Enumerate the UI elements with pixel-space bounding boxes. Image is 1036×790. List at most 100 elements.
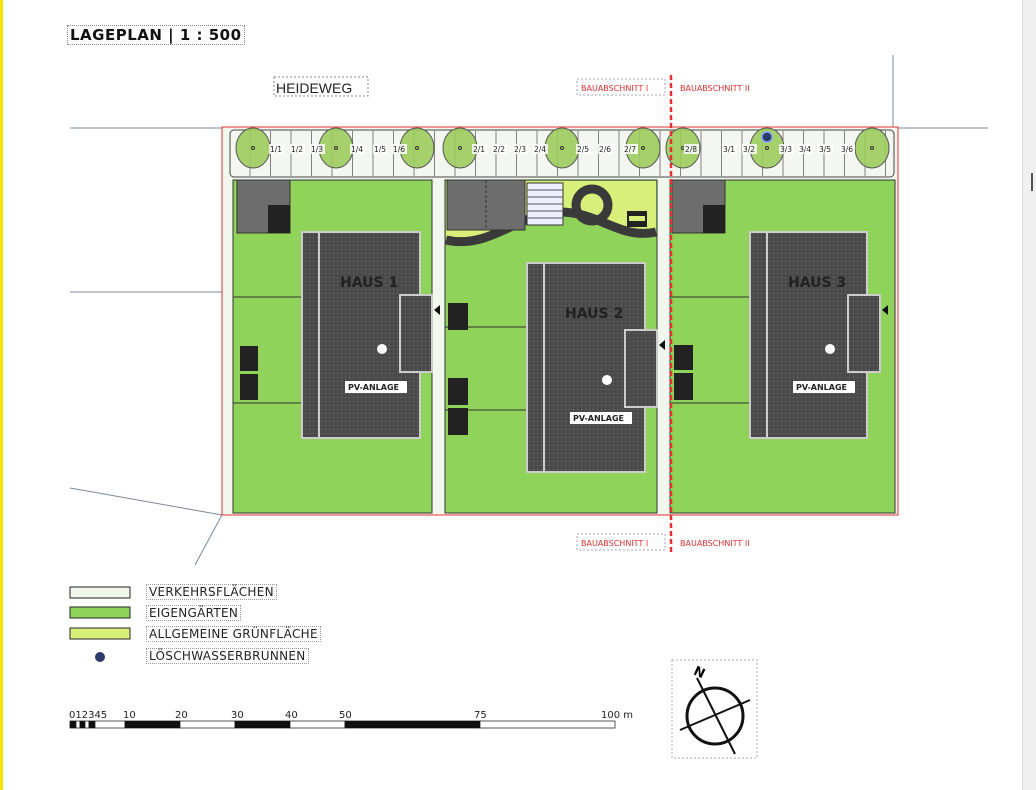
scale-segment (94, 720, 126, 729)
phase-2-label-bottom: BAUABSCHNITT II (680, 539, 750, 548)
compass-north-label: N (691, 664, 707, 682)
parking-label-backing (576, 144, 591, 154)
page-edge (0, 0, 3, 790)
parking-label-backing (623, 144, 638, 154)
scale-tick-label: 30 (231, 710, 244, 721)
parking-space-label: 3/2 (743, 145, 755, 154)
parking-label-backing (684, 144, 699, 154)
scale-tick-label: 012345 (69, 710, 107, 721)
parking-strip (229, 127, 895, 178)
scale-segment (69, 720, 77, 729)
scale-segment (124, 720, 181, 729)
scale-segment (344, 720, 481, 729)
scale-segment (75, 720, 81, 729)
tree-icon (442, 127, 478, 169)
parking-label-backing (373, 144, 388, 154)
parking-space-label: 2/1 (473, 145, 485, 154)
parking-space-label: 1/5 (374, 145, 386, 154)
scale-tick-label: 40 (285, 710, 298, 721)
legend-swatch-gardens (69, 606, 131, 619)
entrance-arrow-icon (434, 305, 440, 315)
parking-space-label: 3/5 (819, 145, 831, 154)
scale-tick-label: 20 (175, 710, 188, 721)
parking-space-label: 2/2 (493, 145, 505, 154)
tree-trunk (415, 146, 419, 150)
street-label-box (273, 76, 369, 97)
house-1: HAUS 1 PV-ANLAGE (301, 231, 440, 439)
parking-label-backing (779, 144, 794, 154)
scale-segment (234, 720, 291, 729)
parking-space-label: 3/4 (799, 145, 811, 154)
scale-segment (88, 720, 96, 729)
parking-label-backing (818, 144, 833, 154)
parking-space-label: 3/3 (780, 145, 792, 154)
scale-segment (179, 720, 236, 729)
legend-label-hydrant: LÖSCHWASSERBRUNNEN (146, 648, 309, 664)
scrollbar-thumb[interactable] (1031, 173, 1033, 191)
parking-space-label: 1/2 (291, 145, 303, 154)
parking-space-label: 2/3 (514, 145, 526, 154)
scale-tick-label: 10 (123, 710, 136, 721)
entrance-arrow-icon (659, 340, 665, 350)
tree-icon (665, 127, 701, 169)
tree-trunk (870, 146, 874, 150)
playground-circle (571, 184, 613, 226)
legend-label-gardens: EIGENGÄRTEN (146, 605, 242, 621)
parking-label-backing (742, 144, 757, 154)
phase-1-label-top: BAUABSCHNITT I (581, 84, 648, 93)
parking-space-label: 1/3 (311, 145, 323, 154)
chimney-icon (602, 375, 612, 385)
legend-swatch-traffic (69, 586, 131, 599)
parking-label-backing (722, 144, 737, 154)
parking-space-label: 3/6 (841, 145, 853, 154)
parking-space-label: 2/7 (624, 145, 636, 154)
parking-label-backing (472, 144, 487, 154)
parking-label-backing (533, 144, 548, 154)
garage-3-dark (703, 205, 725, 233)
pv-roof-label: PV-ANLAGE (573, 414, 624, 423)
page-title: LAGEPLAN | 1 : 500 (67, 25, 245, 45)
house-3: HAUS 3 PV-ANLAGE (749, 231, 888, 439)
phase-1-label-bottom: BAUABSCHNITT I (581, 539, 648, 548)
street-label: HEIDEWEG (276, 80, 352, 96)
parking-label-backing (350, 144, 365, 154)
garage-1-dark (268, 205, 290, 233)
tree-trunk (641, 146, 645, 150)
scale-segment (289, 720, 346, 729)
legend-label-traffic: VERKEHRSFLÄCHEN (146, 584, 277, 600)
legend-label-common-green: ALLGEMEINE GRÜNFLÄCHE (146, 626, 321, 642)
parking-space-label: 1/6 (393, 145, 405, 154)
house-2: HAUS 2 PV-ANLAGE (526, 262, 665, 473)
tree-trunk (560, 146, 564, 150)
house-label: HAUS 3 (788, 275, 846, 291)
parking-space-label: 2/5 (577, 145, 589, 154)
north-arrow: N (671, 659, 758, 759)
hydrant-icon (95, 652, 105, 662)
scrollbar[interactable] (1022, 0, 1036, 790)
parking-space-label: 2/6 (599, 145, 611, 154)
entrance-arrow-icon (882, 305, 888, 315)
house-annex (399, 294, 433, 373)
phase-label-box (576, 78, 666, 96)
pv-roof-label: PV-ANLAGE (796, 383, 847, 392)
house-label: HAUS 2 (565, 306, 623, 322)
parking-space-label: 3/1 (723, 145, 735, 154)
phase-label-box (576, 533, 666, 551)
house-annex (624, 329, 658, 408)
chimney-icon (377, 344, 387, 354)
tree-trunk (251, 146, 255, 150)
parking-space-label: 1/4 (351, 145, 363, 154)
tree-icon (854, 127, 890, 169)
parking-space-label: 2/8 (685, 145, 697, 154)
bench-slot (629, 216, 645, 221)
parking-label-backing (269, 144, 284, 154)
house-label: HAUS 1 (340, 275, 398, 291)
chimney-icon (825, 344, 835, 354)
scale-segment (479, 720, 616, 729)
parking-label-backing (492, 144, 507, 154)
pv-roof-label: PV-ANLAGE (348, 383, 399, 392)
scale-segment (79, 720, 86, 729)
